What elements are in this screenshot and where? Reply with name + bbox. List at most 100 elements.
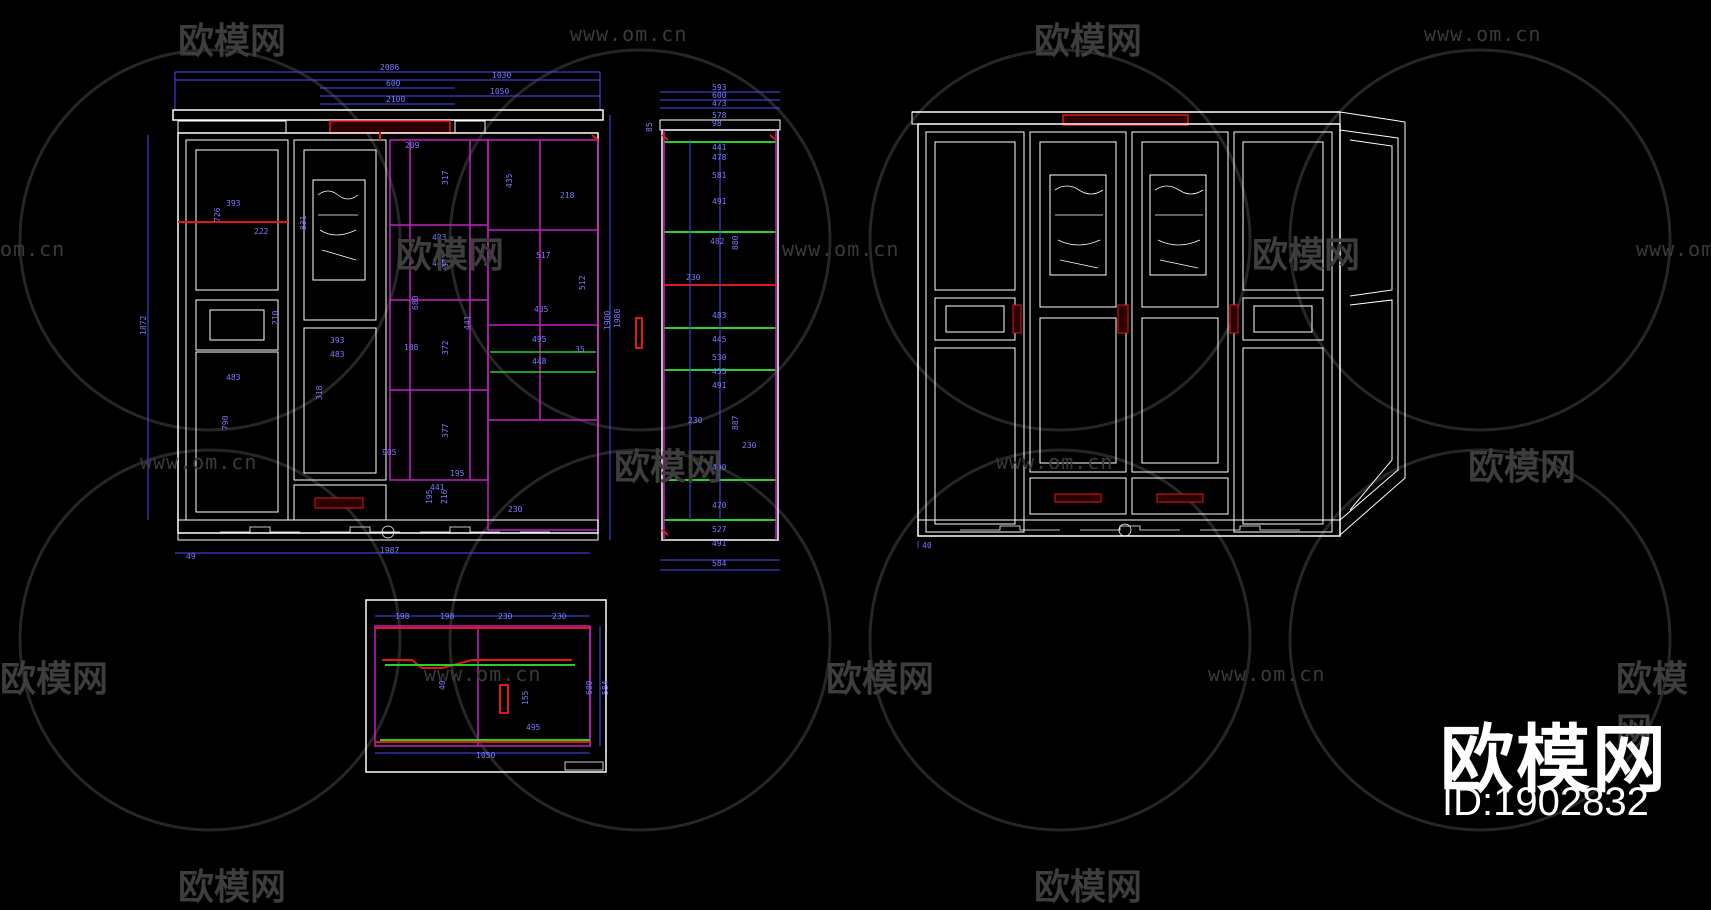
dimension-label: 155: [521, 690, 530, 705]
dimension-label: 1980: [613, 309, 622, 328]
watermark-arcs: [18, 48, 1672, 832]
dimension-label: 1030: [492, 71, 511, 80]
dimension-label: 35: [575, 345, 585, 354]
dimension-label: 441: [430, 483, 445, 492]
dimension-label: 230: [552, 612, 567, 621]
watermark-domain: www.om.cn: [570, 22, 688, 46]
cad-drawing-canvas: 2086 1030 600 1050 2100 1872 393 222 726 210 483 79…: [18, 48, 1672, 832]
dimension-label: 435: [534, 305, 549, 314]
dimension-label: 198: [395, 612, 410, 621]
dimension-label: 230: [686, 273, 701, 282]
watermark-logo: 欧模网: [178, 867, 287, 908]
watermark-domain: www.om.cn: [1424, 22, 1542, 46]
dimension-label: 593: [712, 83, 727, 92]
dimension-label: 441: [463, 315, 472, 330]
dimension-label: 195: [450, 469, 465, 478]
dimension-label: 218: [560, 191, 575, 200]
dimension-label: 372: [441, 340, 450, 355]
dimension-label: 527: [712, 525, 727, 534]
dimension-label: 512: [578, 275, 587, 290]
watermark-logo: 欧模网: [1034, 21, 1143, 62]
dimension-label: 578: [712, 111, 727, 120]
front-elevation: 2086 1030 600 1050 2100 1872 393 222 726 210 483 79…: [139, 63, 622, 561]
dimension-label: 372: [441, 253, 450, 268]
watermark-logo: 欧模网: [1468, 447, 1577, 488]
dimension-label: 483: [330, 350, 345, 359]
dimension-label: 108: [404, 343, 419, 352]
dimension-label: 317: [441, 170, 450, 185]
dimension-label: 393: [330, 336, 345, 345]
dimension-label: 600: [386, 79, 401, 88]
dimension-label: 584: [601, 680, 610, 695]
dimension-label: 483: [226, 373, 241, 382]
dimension-label: 1050: [476, 751, 495, 760]
dimension-label: 790: [221, 415, 230, 430]
dimension-label: 726: [213, 207, 222, 222]
dimension-label: 40: [922, 541, 932, 550]
dimension-label: 600: [712, 91, 727, 100]
dimension-label: 98: [712, 119, 722, 128]
watermark-domain: www.om.cn: [424, 662, 542, 686]
dimension-label: 230: [742, 441, 757, 450]
dimension-label: 210: [271, 310, 280, 325]
dimension-label: 230: [688, 416, 703, 425]
dimension-label: 887: [731, 415, 740, 430]
dimension-label: 209: [405, 141, 420, 150]
perspective-view: 40: [911, 111, 1406, 550]
dimension-label: 491: [712, 539, 727, 548]
dimension-label: 318: [315, 385, 324, 400]
dimension-label: 1050: [490, 87, 509, 96]
dimension-label: 581: [712, 171, 727, 180]
watermark-domain: www.om.cn: [1208, 662, 1326, 686]
watermark-logo: 欧模网: [614, 447, 723, 488]
dimension-label: 85: [645, 122, 654, 132]
dimension-label: 470: [712, 501, 727, 510]
watermark-domain: www.om.cn: [140, 450, 258, 474]
dimension-label: 2086: [380, 63, 399, 72]
dimension-label: 230: [498, 612, 513, 621]
dimension-label: 448: [532, 357, 547, 366]
dimension-label: 495: [526, 723, 541, 732]
watermark-logo: 欧模网: [1252, 235, 1361, 276]
watermark-logo: 欧模网: [826, 659, 935, 700]
dimension-label: 40: [438, 680, 447, 690]
brand-logo-text: 欧模网: [1440, 717, 1668, 803]
watermark-domain: www.om.cn: [782, 237, 900, 261]
dimension-label: 435: [505, 173, 514, 188]
dimension-label: 880: [731, 235, 740, 250]
dimension-label: 517: [536, 251, 551, 260]
watermark-domain: om.cn: [0, 237, 66, 261]
dimension-label: 530: [712, 353, 727, 362]
dimension-label: 831: [299, 215, 308, 230]
dimension-label: 482: [710, 237, 725, 246]
dimension-label: 2100: [386, 95, 405, 104]
dimension-label: 490: [712, 463, 727, 472]
dimension-label: 905: [382, 448, 397, 457]
watermark-logo: 欧模网: [0, 659, 109, 700]
dimension-label: 478: [712, 153, 727, 162]
watermark-logo: 欧模网: [1034, 867, 1143, 908]
dimension-label: 1900: [603, 311, 612, 330]
dimension-label: 600: [585, 680, 594, 695]
dimension-label: 1872: [139, 316, 148, 335]
dimension-label: 195: [425, 489, 434, 504]
dimension-label: 584: [712, 559, 727, 568]
dimension-label: 393: [226, 199, 241, 208]
dimension-label: 445: [712, 335, 727, 344]
dimension-label: 680: [411, 295, 420, 310]
watermark-domain: www.om.cn: [996, 450, 1114, 474]
dimension-label: 230: [508, 505, 523, 514]
dimension-label: 1987: [380, 546, 399, 555]
dimension-label: 222: [254, 227, 269, 236]
dimension-label: 441: [712, 143, 727, 152]
dimension-label: 483: [712, 311, 727, 320]
watermark-logo: 欧模网: [1616, 659, 1689, 752]
dimension-label: 491: [712, 381, 727, 390]
dimension-label: 495: [532, 335, 547, 344]
dimension-label: 491: [712, 197, 727, 206]
watermark-logo: 欧模网: [396, 235, 505, 276]
dimension-label: 377: [441, 423, 450, 438]
dimension-label: 216: [440, 489, 449, 504]
